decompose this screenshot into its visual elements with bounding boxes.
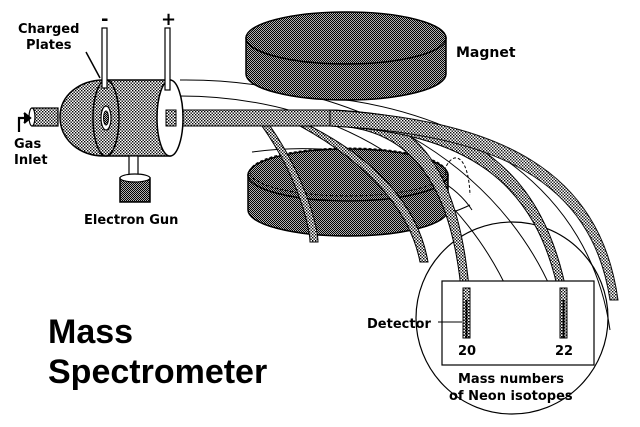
detector-pin-20 bbox=[462, 287, 471, 339]
charged-plates-label-line1: Charged bbox=[18, 22, 79, 37]
magnet-top bbox=[245, 11, 447, 101]
title-line1: Mass bbox=[48, 313, 133, 351]
mass-numbers-label-line1: Mass numbers bbox=[458, 372, 564, 387]
detector-circle bbox=[415, 221, 609, 415]
gas-inlet-label-line2: Inlet bbox=[14, 153, 48, 168]
charged-plates-pointer bbox=[85, 51, 101, 79]
detector-pin-22 bbox=[559, 287, 568, 339]
gas-inlet-arrow bbox=[17, 112, 32, 132]
charged-plate-negative bbox=[101, 27, 108, 89]
gas-inlet-label-line1: Gas bbox=[14, 137, 41, 152]
magnet-label: Magnet bbox=[456, 45, 516, 61]
title-line2: Spectrometer bbox=[48, 353, 267, 391]
ionization-chamber bbox=[59, 79, 184, 157]
isotope-20-label: 20 bbox=[458, 344, 476, 359]
plus-sign: + bbox=[161, 9, 176, 30]
charged-plate-positive bbox=[164, 27, 171, 91]
charged-plates-label-line2: Plates bbox=[26, 38, 72, 53]
electron-gun bbox=[119, 155, 151, 203]
ion-beam-heavy bbox=[329, 109, 619, 301]
mass-numbers-label-line2: of Neon isotopes bbox=[449, 389, 573, 404]
isotope-22-label: 22 bbox=[555, 344, 573, 359]
minus-sign: - bbox=[101, 9, 108, 30]
electron-gun-label: Electron Gun bbox=[84, 213, 178, 228]
detector-label: Detector bbox=[367, 317, 431, 332]
gas-inlet-nozzle bbox=[28, 107, 59, 127]
